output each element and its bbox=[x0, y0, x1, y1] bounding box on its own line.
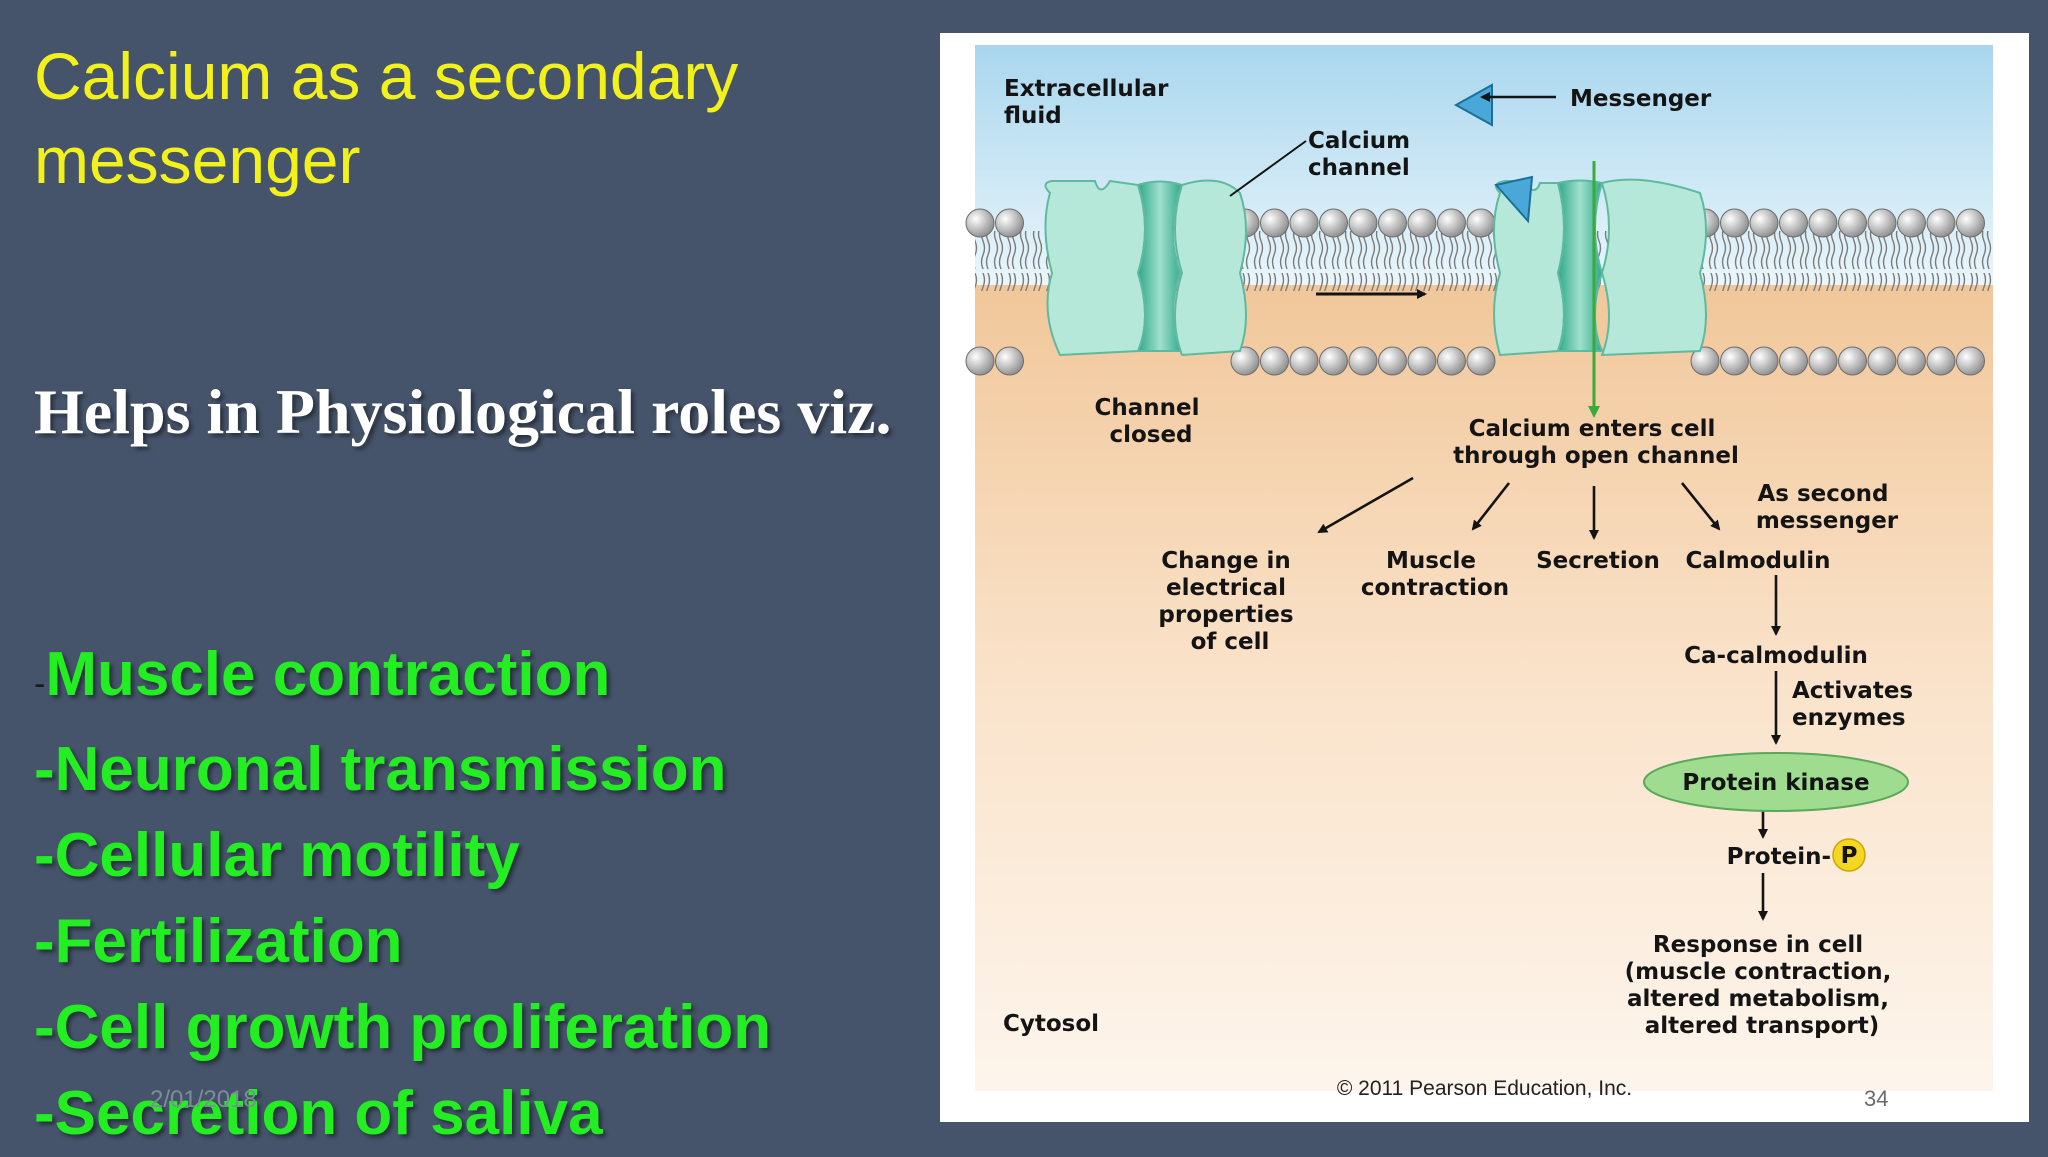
phospholipid-head bbox=[1867, 208, 1897, 238]
arrow-to-muscle bbox=[1471, 482, 1511, 531]
label-as-second-messenger: As second messenger bbox=[1756, 481, 1899, 534]
protein-kinase-shape bbox=[1643, 752, 1909, 812]
phospholipid-head bbox=[1897, 208, 1926, 238]
phospholipid-head bbox=[1407, 208, 1437, 238]
phospholipid-head bbox=[1749, 208, 1779, 238]
label-protein-kinase: Protein kinase bbox=[1682, 770, 1869, 796]
calcium-channel-closed bbox=[1044, 179, 1247, 357]
role-dash: - bbox=[34, 735, 55, 804]
cytosol-region bbox=[975, 285, 1993, 1091]
phospholipid-head bbox=[1378, 346, 1407, 376]
label-calcium-enters: Calcium enters cell through open channel bbox=[1453, 416, 1739, 469]
phospholipid-head bbox=[965, 346, 995, 376]
phospholipid-head bbox=[1690, 346, 1720, 376]
phospholipid-head bbox=[1230, 346, 1260, 376]
phospholipid-head bbox=[1260, 208, 1289, 238]
role-text: Secretion of saliva bbox=[54, 1079, 603, 1148]
label-change-electrical: Change in electrical properties of cell bbox=[1158, 548, 1301, 655]
phospholipid-head bbox=[1437, 208, 1466, 238]
phospholipid-head bbox=[1897, 346, 1926, 376]
role-dash: - bbox=[34, 907, 55, 976]
role-dash: - bbox=[34, 1079, 55, 1148]
phospholipid-head bbox=[1838, 346, 1867, 376]
phospholipid-head bbox=[1466, 346, 1496, 376]
phospholipid-head bbox=[1289, 208, 1319, 238]
phospholipid-head bbox=[1319, 346, 1348, 376]
phospholipid-head bbox=[1260, 346, 1289, 376]
phospholipid-head bbox=[1926, 208, 1956, 238]
phospholipid-head bbox=[1838, 208, 1867, 238]
role-item: -Cellular motility bbox=[34, 813, 771, 899]
role-dash: - bbox=[34, 665, 46, 703]
phospholipid-head bbox=[995, 346, 1024, 376]
phospholipid-head bbox=[1867, 346, 1897, 376]
phosphate-icon bbox=[1832, 838, 1866, 872]
calcium-signaling-diagram: Extracellular fluid Messenger Calcium ch… bbox=[965, 45, 1993, 1091]
slide-subtitle: Helps in Physiological roles viz. bbox=[34, 376, 892, 447]
role-text: Cell growth proliferation bbox=[54, 993, 772, 1062]
role-text: Muscle contraction bbox=[45, 640, 611, 709]
label-cytosol: Cytosol bbox=[1003, 1011, 1099, 1037]
phospholipid-head bbox=[1289, 346, 1319, 376]
role-text: Neuronal transmission bbox=[54, 735, 727, 804]
label-calcium-channel: Calcium channel bbox=[1308, 128, 1418, 181]
label-activates-enzymes: Activates enzymes bbox=[1792, 678, 1921, 731]
label-extracellular-fluid: Extracellular fluid bbox=[1004, 76, 1177, 129]
copyright: © 2011 Pearson Education, Inc. bbox=[1336, 1077, 1633, 1100]
page-number: 34 bbox=[1864, 1086, 1889, 1111]
arrow-to-electrical bbox=[1317, 476, 1414, 534]
calcium-channel-open bbox=[1493, 178, 1707, 357]
label-calmodulin: Calmodulin bbox=[1685, 548, 1830, 574]
label-response: Response in cell (muscle contraction, al… bbox=[1625, 932, 1900, 1039]
label-muscle-contraction: Muscle contraction bbox=[1361, 548, 1509, 601]
phospholipid-head bbox=[965, 208, 995, 238]
role-item: -Fertilization bbox=[34, 899, 771, 985]
label-channel-closed: Channel closed bbox=[1094, 395, 1207, 448]
phospholipid-head bbox=[1779, 208, 1808, 238]
channel-pointer bbox=[1229, 140, 1307, 197]
phospholipid-head bbox=[1466, 208, 1496, 238]
role-item: -Muscle contraction bbox=[34, 632, 771, 727]
phospholipid-head bbox=[1779, 346, 1808, 376]
phospholipid-head bbox=[1378, 208, 1407, 238]
phospholipid-head bbox=[1956, 346, 1985, 376]
label-p: P bbox=[1841, 843, 1858, 869]
footer-date: 2/01/2018 bbox=[150, 1086, 257, 1113]
slide-title: Calcium as a secondary messenger bbox=[34, 39, 739, 197]
label-ca-calmodulin: Ca-calmodulin bbox=[1684, 643, 1868, 669]
role-text: Fertilization bbox=[54, 907, 403, 976]
role-text: Cellular motility bbox=[54, 821, 520, 890]
label-protein-p: Protein- bbox=[1727, 844, 1831, 870]
role-item: -Cell growth proliferation bbox=[34, 985, 771, 1071]
phospholipid-head bbox=[1808, 208, 1838, 238]
label-secretion: Secretion bbox=[1536, 548, 1660, 574]
figure-card: Extracellular fluid Messenger Calcium ch… bbox=[940, 33, 2029, 1122]
roles-list: -Muscle contraction -Neuronal transmissi… bbox=[34, 632, 771, 1157]
phospholipid-head bbox=[1926, 346, 1956, 376]
phospholipid-head bbox=[1437, 346, 1466, 376]
phospholipid-head bbox=[1720, 346, 1749, 376]
role-item: -Neuronal transmission bbox=[34, 727, 771, 813]
phospholipid-head bbox=[1348, 346, 1378, 376]
phospholipid-head bbox=[1956, 208, 1985, 238]
phospholipid-head bbox=[1348, 208, 1378, 238]
role-dash: - bbox=[34, 821, 55, 890]
bound-messenger-icon bbox=[1494, 175, 1534, 224]
arrow-to-calmodulin bbox=[1680, 482, 1721, 531]
role-item: -Secretion of saliva bbox=[34, 1071, 771, 1157]
phospholipid-head bbox=[1749, 346, 1779, 376]
label-messenger: Messenger bbox=[1570, 86, 1712, 112]
phospholipid-head bbox=[1720, 208, 1749, 238]
phospholipid-head bbox=[1808, 346, 1838, 376]
phospholipid-head bbox=[995, 208, 1024, 238]
phospholipid-head bbox=[1407, 346, 1437, 376]
role-dash: - bbox=[34, 993, 55, 1062]
phospholipid-head bbox=[1319, 208, 1348, 238]
